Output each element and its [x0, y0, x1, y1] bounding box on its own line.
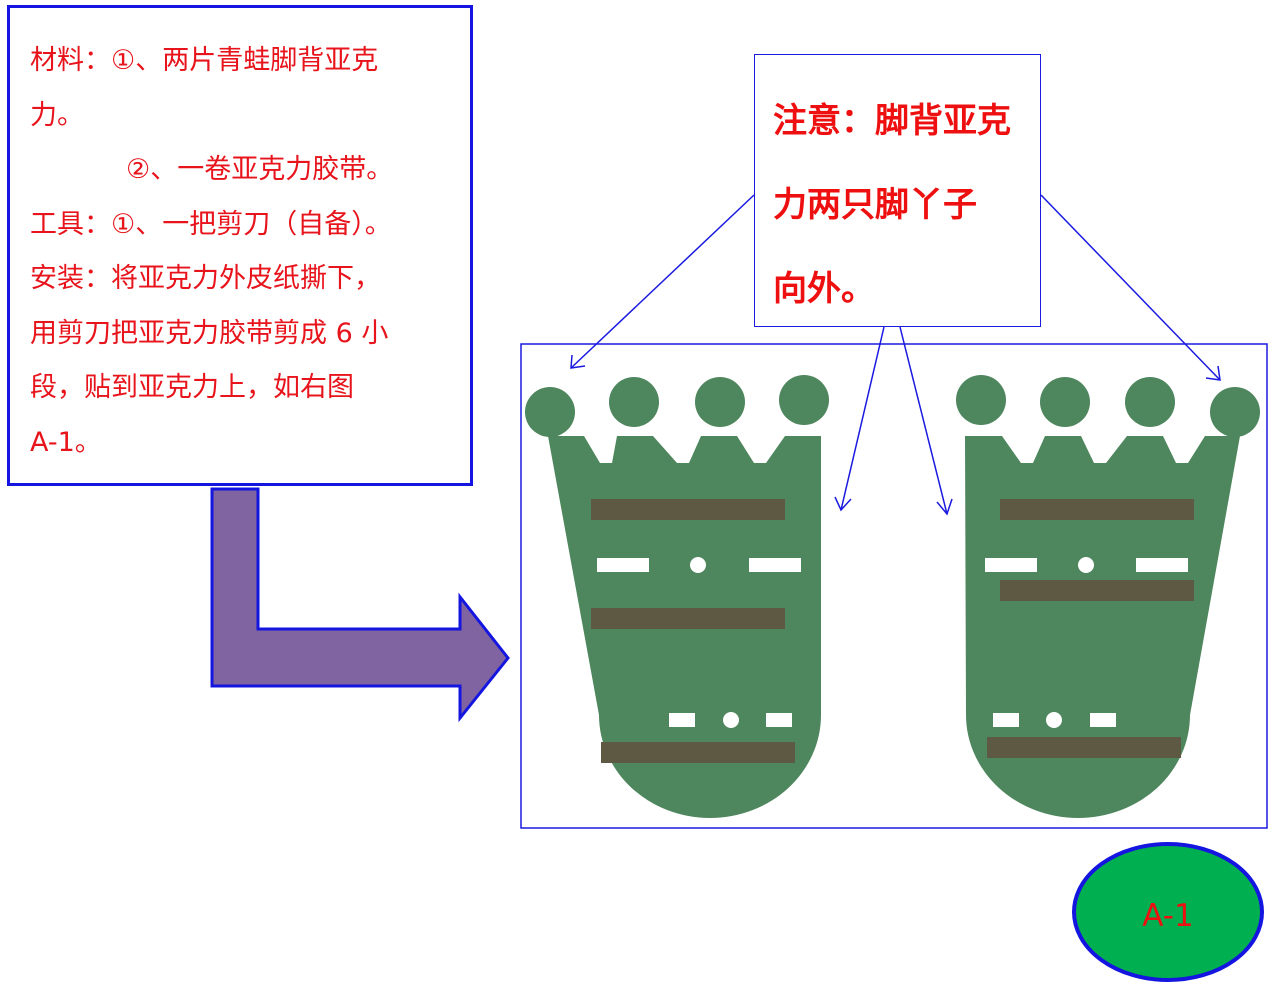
- note-box: 注意：脚背亚克 力两只脚丫子 向外。: [754, 54, 1041, 327]
- figure-label: A-1: [1142, 898, 1193, 934]
- instruction-line: 段，贴到亚克力上，如右图: [30, 372, 354, 403]
- slot-hole: [766, 713, 792, 727]
- instruction-line: 力。: [30, 99, 84, 131]
- pointer-arrow-icon: [899, 326, 948, 515]
- figure-label-ellipse: [1072, 842, 1264, 982]
- note-line: 注意：脚背亚克: [773, 101, 1011, 141]
- slot-hole: [985, 558, 1037, 572]
- arrow-head-icon: [834, 496, 852, 512]
- tape-strip: [987, 737, 1181, 758]
- slot-hole: [597, 558, 649, 572]
- note-line: 向外。: [773, 269, 875, 309]
- instructions-box: 材料：①、两片青蛙脚背亚克 力。 ②、一卷亚克力胶带。 工具：①、一把剪刀（自备…: [7, 5, 473, 486]
- instruction-line: 安装：将亚克力外皮纸撕下，: [30, 263, 381, 294]
- arrow-head-icon: [570, 354, 586, 369]
- left-foot-plate: [525, 375, 829, 818]
- slot-hole: [1136, 558, 1188, 572]
- note-line: 力两只脚丫子: [773, 185, 977, 225]
- slot-hole: [993, 713, 1019, 727]
- round-hole: [1078, 557, 1094, 573]
- instruction-line: A-1。: [30, 426, 102, 458]
- instruction-line: 用剪刀把亚克力胶带剪成 6 小: [30, 317, 389, 349]
- tape-strip: [1000, 499, 1194, 520]
- bent-arrow-icon: [210, 487, 510, 723]
- round-hole: [723, 712, 739, 728]
- pointer-arrow-icon: [840, 326, 885, 511]
- round-hole: [690, 557, 706, 573]
- pointer-arrow-icon: [1040, 194, 1221, 381]
- slot-hole: [749, 558, 801, 572]
- arrow-head-icon: [1205, 365, 1221, 381]
- slot-hole: [1090, 713, 1116, 727]
- tape-strip: [601, 742, 795, 763]
- pointer-arrow-icon: [570, 194, 755, 369]
- instruction-line: ②、一卷亚克力胶带。: [126, 154, 394, 185]
- figure-frame: [520, 343, 1268, 829]
- right-foot-plate: [956, 375, 1260, 818]
- instruction-line: 工具：①、一把剪刀（自备）。: [30, 208, 392, 240]
- tape-strip: [1000, 580, 1194, 601]
- foot-plate-shape: [965, 436, 1240, 818]
- instruction-line: 材料：①、两片青蛙脚背亚克: [30, 45, 379, 76]
- tape-strip: [591, 499, 785, 520]
- tape-strip: [591, 608, 785, 629]
- round-hole: [1046, 712, 1062, 728]
- pointer-lines: [570, 194, 1221, 516]
- arrow-head-icon: [936, 498, 953, 516]
- slot-hole: [669, 713, 695, 727]
